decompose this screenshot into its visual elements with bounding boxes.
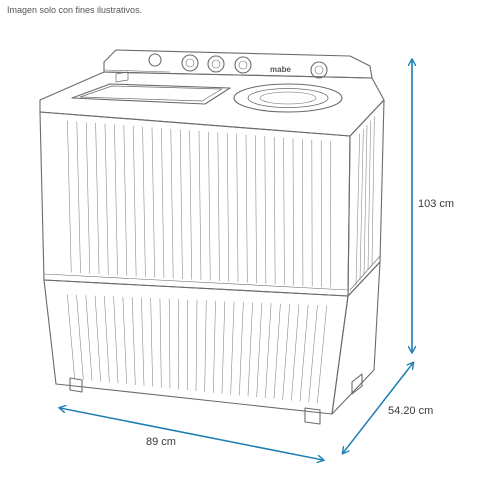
wash-tub xyxy=(71,83,231,105)
rib-line xyxy=(256,302,263,398)
rib-line xyxy=(66,294,75,379)
cabinet-ribs xyxy=(67,120,332,288)
rib-line xyxy=(104,295,110,383)
rib-line xyxy=(363,124,368,276)
rib-line xyxy=(141,297,145,386)
rib-line xyxy=(85,295,93,381)
rib-line xyxy=(213,300,216,393)
rib-line xyxy=(104,123,109,275)
brand-logo: mabe xyxy=(270,65,291,74)
top-surface xyxy=(39,71,385,137)
rib-line xyxy=(85,122,91,274)
rib-line xyxy=(265,303,272,398)
rib-line xyxy=(159,298,162,388)
rib-line xyxy=(151,127,155,278)
rib-line xyxy=(208,131,211,281)
rib-line xyxy=(179,129,183,279)
rib-line xyxy=(161,128,165,278)
rib-line xyxy=(273,303,281,399)
width-label: 89 cm xyxy=(146,436,176,448)
rib-line xyxy=(291,304,300,401)
base-side xyxy=(331,261,381,415)
depth-label: 54.20 cm xyxy=(388,405,434,417)
rib-line xyxy=(113,296,119,384)
rib-line xyxy=(317,305,328,404)
side-ribs xyxy=(355,116,375,286)
rib-line xyxy=(355,133,360,286)
rib-line xyxy=(122,296,127,385)
rib-line xyxy=(195,299,198,392)
control-knobs xyxy=(148,53,328,79)
height-label: 103 cm xyxy=(418,198,455,210)
rib-line xyxy=(217,132,220,282)
rib-line xyxy=(150,297,153,387)
rib-line xyxy=(114,124,118,276)
rib-line xyxy=(123,125,128,276)
rib-line xyxy=(131,297,136,385)
rib-line xyxy=(299,304,309,402)
rib-line xyxy=(132,125,137,277)
rib-line xyxy=(264,136,267,284)
disclaimer-caption: Imagen solo con fines ilustrativos. xyxy=(7,5,143,15)
rib-line xyxy=(302,139,304,286)
rib-line xyxy=(371,116,375,266)
rib-line xyxy=(359,129,364,281)
rib-line xyxy=(198,130,202,281)
rib-line xyxy=(367,120,371,271)
rib-line xyxy=(282,303,290,400)
rib-line xyxy=(283,137,285,285)
rib-line xyxy=(273,136,276,285)
rib-line xyxy=(226,133,230,282)
spin-tub xyxy=(233,83,343,113)
rib-line xyxy=(245,134,248,283)
rib-line xyxy=(76,121,81,274)
control-panel xyxy=(103,49,373,79)
rib-line xyxy=(308,305,318,403)
rib-line xyxy=(94,295,101,382)
foot-left xyxy=(69,377,83,393)
rib-line xyxy=(170,128,174,279)
rib-line xyxy=(95,122,100,275)
rib-line xyxy=(292,138,294,286)
rib-line xyxy=(239,301,244,396)
rib-line xyxy=(255,135,257,284)
cabinet-side xyxy=(347,99,385,297)
rib-line xyxy=(142,126,146,277)
rib-line xyxy=(221,301,226,394)
rib-line xyxy=(76,294,84,380)
foot-back xyxy=(351,373,363,395)
rib-line xyxy=(204,300,207,392)
base-ribs xyxy=(66,294,328,404)
rib-line xyxy=(67,120,72,273)
rib-line xyxy=(189,130,193,280)
rib-line xyxy=(247,302,253,397)
foot-right xyxy=(304,407,321,425)
rib-line xyxy=(236,133,239,283)
rib-line xyxy=(168,298,171,389)
rib-line xyxy=(230,301,235,395)
